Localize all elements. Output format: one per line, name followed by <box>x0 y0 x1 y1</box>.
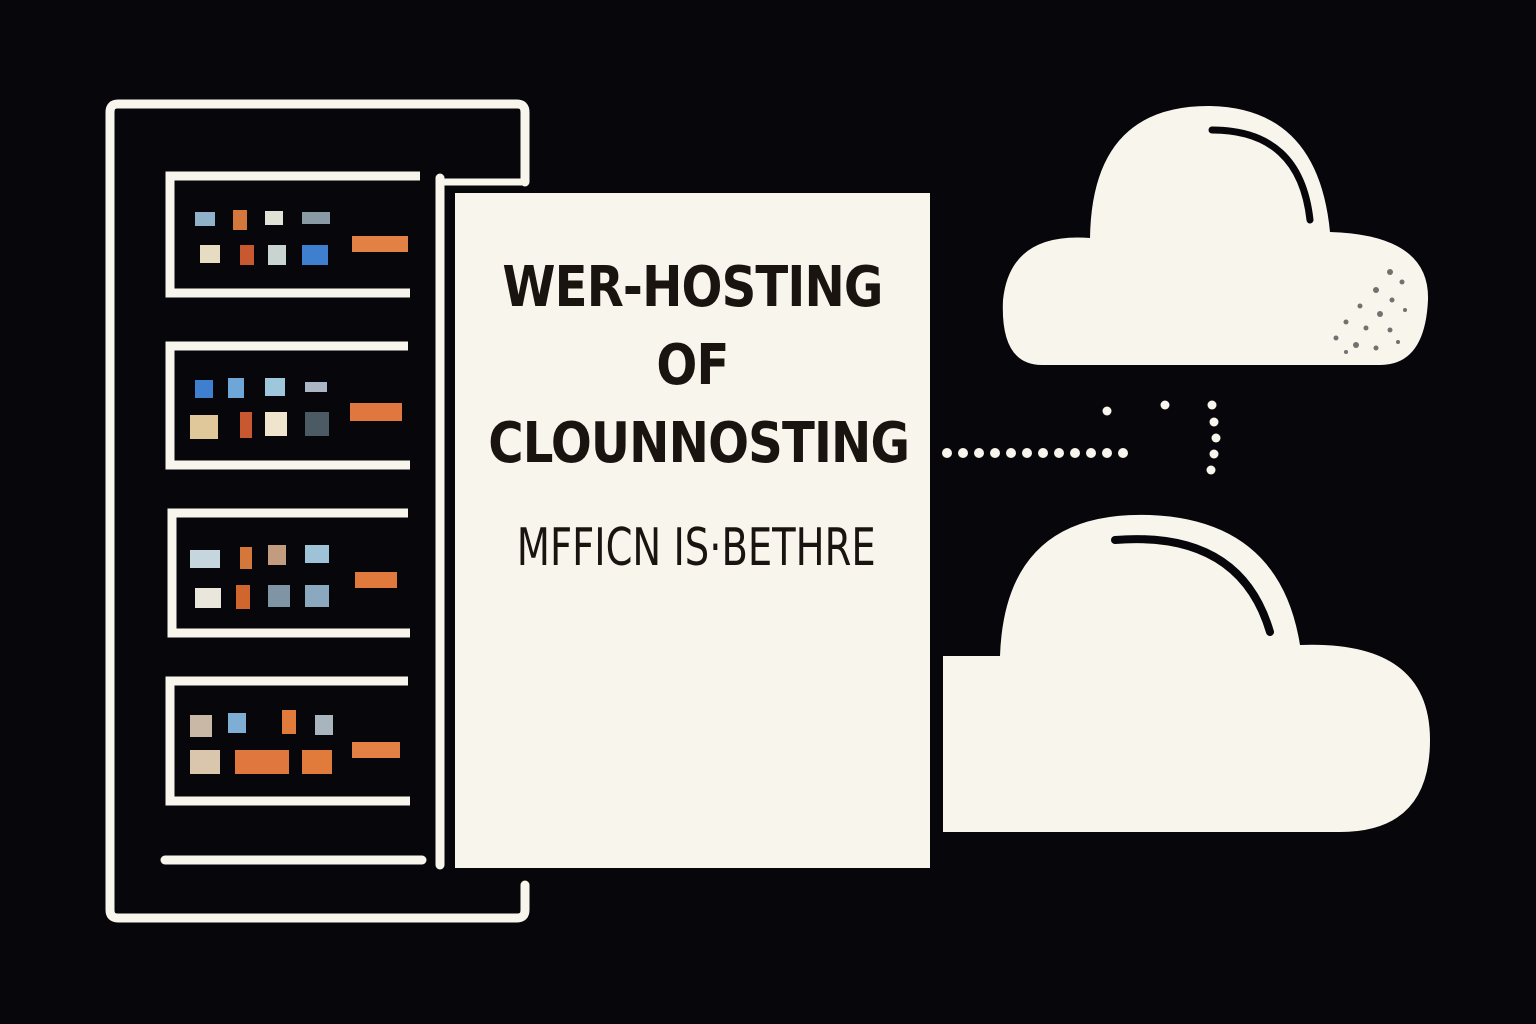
hosting-panel: WER-HOSTING OF CLOUNNOSTING MFFICN IS·BE… <box>455 193 930 868</box>
panel-title-line-1: WER-HOSTING <box>502 255 883 320</box>
server-slot <box>165 676 410 806</box>
panel-title-line-3: CLOUNNOSTING <box>488 411 910 476</box>
panel-subtitle: MFFICN IS·BETHRE <box>516 518 876 578</box>
server-slot <box>165 341 410 470</box>
server-slot <box>167 508 410 638</box>
server-slot <box>165 171 420 298</box>
cloud-icon <box>943 514 1430 832</box>
panel-title-line-2: OF <box>656 333 729 398</box>
cloud-icon <box>1002 105 1429 365</box>
server-rack-icon <box>105 99 530 923</box>
dotted-connector-icon <box>942 400 1221 475</box>
